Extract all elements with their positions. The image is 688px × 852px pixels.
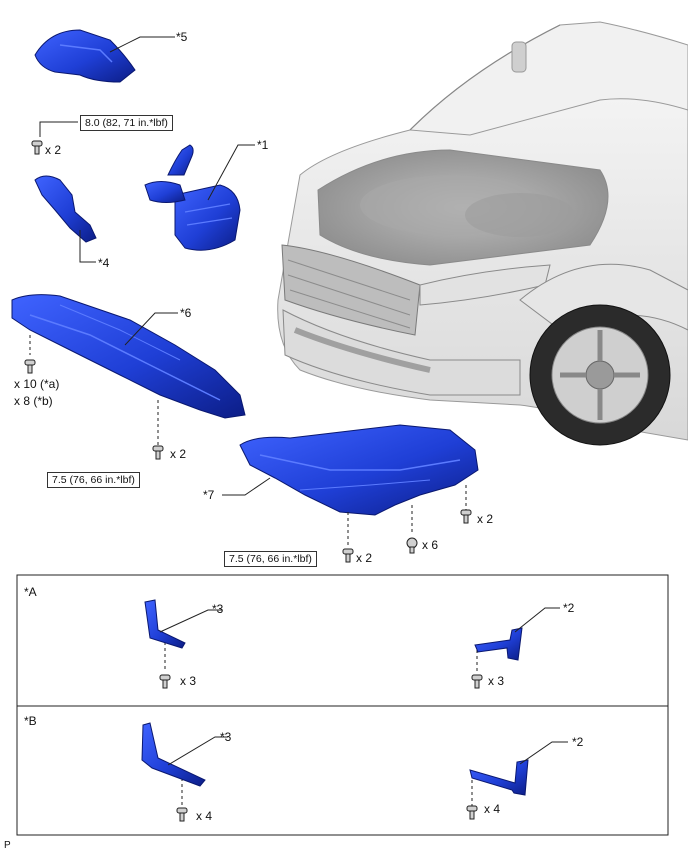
torque-spec-mid: 7.5 (76, 66 in.*lbf) bbox=[47, 472, 140, 488]
panel-a-tag: *A bbox=[24, 585, 37, 599]
torque-spec-bottom: 7.5 (76, 66 in.*lbf) bbox=[224, 551, 317, 567]
qty-label: x 10 (*a) bbox=[14, 377, 60, 391]
detail-panels bbox=[16, 574, 669, 836]
part-4-duct bbox=[34, 175, 97, 243]
bolt-icon bbox=[471, 674, 483, 689]
bolts bbox=[24, 140, 483, 822]
bolt-icon bbox=[342, 548, 354, 563]
part-6-front-under-cover bbox=[11, 294, 246, 419]
bolt-icon bbox=[176, 807, 188, 822]
callout-3-a: *3 bbox=[212, 602, 224, 616]
bolt-icon bbox=[159, 674, 171, 689]
part-5-engine-cover bbox=[34, 29, 136, 83]
part-1-air-cleaner bbox=[144, 144, 241, 251]
callout-1: *1 bbox=[257, 138, 269, 152]
torque-spec-top: 8.0 (82, 71 in.*lbf) bbox=[80, 115, 173, 131]
qty-label: x 4 bbox=[196, 809, 213, 823]
callout-4: *4 bbox=[98, 256, 110, 270]
clip-icon bbox=[406, 537, 418, 554]
vehicle-front bbox=[277, 21, 688, 446]
hood-mirror bbox=[511, 41, 527, 73]
callout-2-b: *2 bbox=[572, 735, 584, 749]
bolt-icon bbox=[460, 509, 472, 524]
callout-5: *5 bbox=[176, 30, 188, 44]
qty-label: x 4 bbox=[484, 802, 501, 816]
leader-lines bbox=[39, 36, 271, 496]
bracket-2-b bbox=[469, 741, 568, 796]
qty-label: x 6 bbox=[422, 538, 439, 552]
bolt-icon bbox=[24, 359, 36, 374]
front-grille bbox=[281, 244, 421, 336]
fastener-dashes bbox=[29, 335, 478, 806]
bolt-icon bbox=[152, 445, 164, 460]
detail-panel-frame bbox=[16, 574, 669, 836]
qty-label: x 2 bbox=[477, 512, 494, 526]
part-7-engine-under-cover bbox=[239, 424, 479, 516]
qty-label: x 8 (*b) bbox=[14, 394, 53, 408]
bolt-icon bbox=[466, 805, 478, 820]
bracket-3-b bbox=[141, 722, 228, 787]
callout-7: *7 bbox=[203, 488, 215, 502]
bracket-2-a bbox=[474, 607, 560, 661]
hood-edge bbox=[409, 24, 561, 131]
bracket-3-a bbox=[144, 599, 222, 649]
qty-label: x 2 bbox=[45, 143, 62, 157]
qty-label: x 2 bbox=[170, 447, 187, 461]
figure-code: P bbox=[4, 840, 11, 851]
callout-2-a: *2 bbox=[563, 601, 575, 615]
panel-b-tag: *B bbox=[24, 714, 37, 728]
qty-label: x 3 bbox=[488, 674, 505, 688]
callout-6: *6 bbox=[180, 306, 192, 320]
qty-label: x 3 bbox=[180, 674, 197, 688]
bolt-icon bbox=[31, 140, 43, 155]
lower-bumper bbox=[282, 309, 521, 396]
callout-3-b: *3 bbox=[220, 730, 232, 744]
qty-label: x 2 bbox=[356, 551, 373, 565]
